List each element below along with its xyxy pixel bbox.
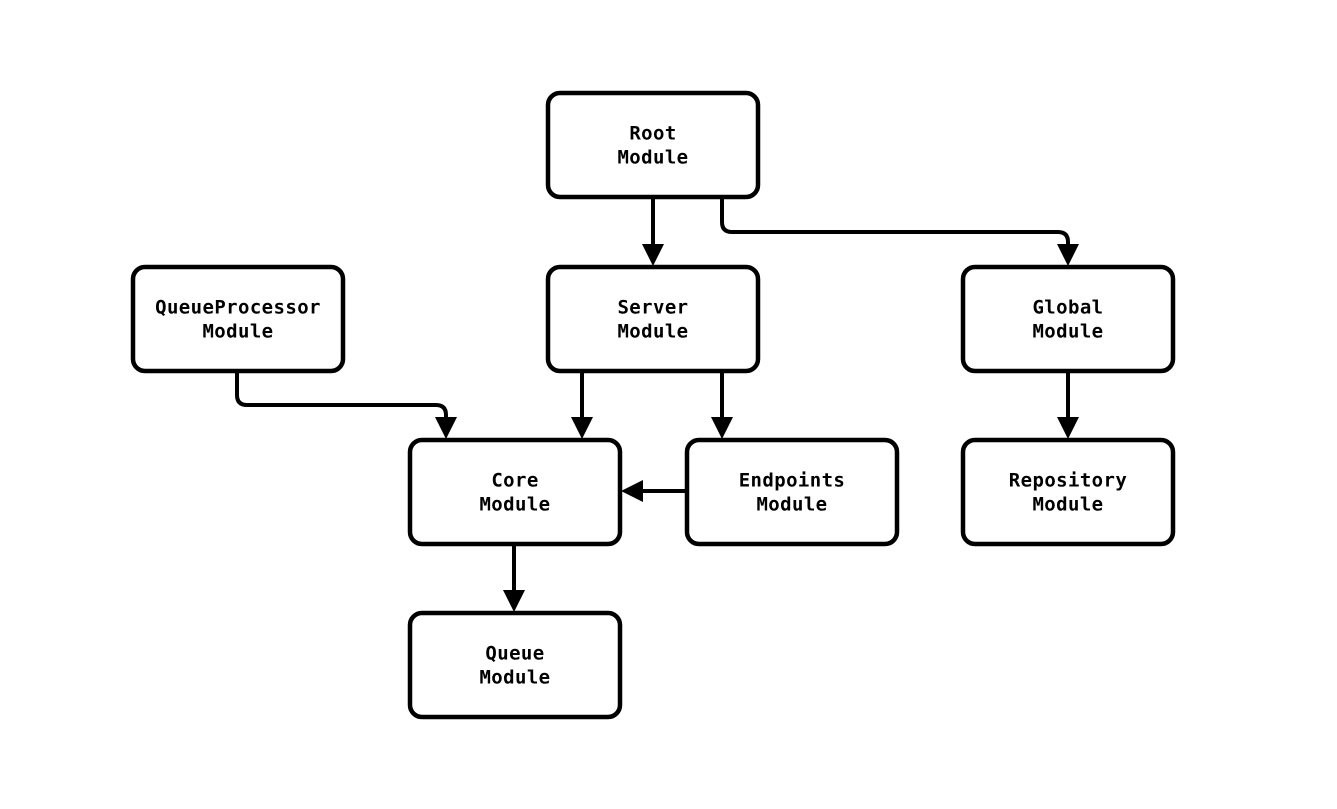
node-label-line1: Global	[1032, 297, 1103, 319]
node-label-line2: Module	[202, 321, 273, 343]
arrow-head-icon	[621, 480, 643, 502]
node-box-global[interactable]	[960, 264, 1176, 374]
arrow-head-icon	[642, 244, 664, 266]
node-box-queueprocessor[interactable]	[130, 264, 346, 374]
node-box-server[interactable]	[545, 264, 761, 374]
arrow-head-icon	[1057, 417, 1079, 439]
node-label-line1: Core	[491, 470, 538, 492]
node-box-root[interactable]	[545, 90, 761, 200]
arrow-head-icon	[503, 590, 525, 612]
edge-line	[720, 197, 1070, 252]
node-label-line2: Module	[1032, 494, 1103, 516]
node-box-repository[interactable]	[960, 437, 1176, 547]
node-label-line1: Repository	[1009, 470, 1127, 492]
node-label-line1: Queue	[485, 643, 544, 665]
node-label-line2: Module	[1032, 321, 1103, 343]
node-box-queue[interactable]	[407, 610, 623, 720]
node-box-core[interactable]	[407, 437, 623, 547]
edges-layer	[235, 197, 1079, 612]
nodes-layer: RootModuleQueueProcessorModuleServerModu…	[130, 90, 1176, 720]
arrow-head-icon	[571, 417, 593, 439]
edge-root-to-global	[720, 197, 1079, 266]
node-label-line1: Server	[617, 297, 688, 319]
node-label-line2: Module	[479, 494, 550, 516]
edge-root-to-server	[642, 197, 664, 266]
node-label-line1: Endpoints	[739, 470, 846, 492]
node-label-line1: Root	[629, 123, 676, 145]
node-label-line2: Module	[617, 147, 688, 169]
edge-queueprocessor-to-core	[235, 371, 457, 439]
edge-server-to-endpoints	[711, 371, 733, 439]
edge-server-to-core	[571, 371, 593, 439]
edge-endpoints-to-core	[621, 480, 687, 502]
edge-line	[235, 371, 448, 425]
edge-global-to-repository	[1057, 371, 1079, 439]
node-label-line2: Module	[756, 494, 827, 516]
node-box-endpoints[interactable]	[684, 437, 900, 547]
node-label-line2: Module	[479, 667, 550, 689]
node-label-line2: Module	[617, 321, 688, 343]
node-label-line1: QueueProcessor	[155, 297, 321, 319]
arrow-head-icon	[435, 417, 457, 439]
arrow-head-icon	[711, 417, 733, 439]
edge-core-to-queue	[503, 544, 525, 612]
arrow-head-icon	[1057, 244, 1079, 266]
